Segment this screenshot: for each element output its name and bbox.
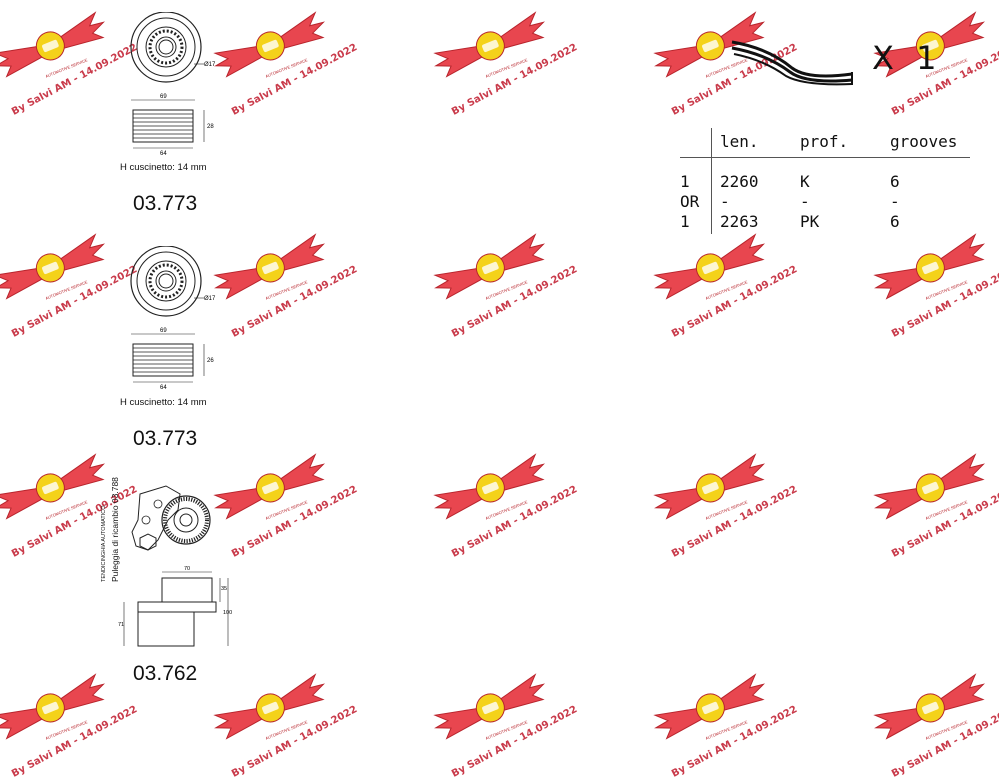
- winged-badge-icon: AUTOMOTIVE SERVICE: [213, 11, 326, 79]
- row-2-grooves: -: [890, 192, 900, 211]
- winged-badge-icon: AUTOMOTIVE SERVICE: [873, 11, 986, 79]
- row-3-prof: PK: [800, 212, 820, 231]
- row-3-len: 2263: [720, 212, 759, 231]
- row-1-grooves: 6: [890, 172, 900, 191]
- idler-pulley-drawing-2: Ø17 69 26 64: [130, 246, 216, 391]
- winged-badge-icon: AUTOMOTIVE SERVICE: [0, 233, 106, 301]
- height-dim-label: 26: [207, 358, 214, 364]
- row-3-grooves: 6: [890, 212, 900, 231]
- table-header-rule: [680, 157, 970, 158]
- row-2-len: -: [720, 192, 730, 211]
- winged-badge-icon: AUTOMOTIVE SERVICE: [213, 233, 326, 301]
- winged-badge-icon: AUTOMOTIVE SERVICE: [873, 453, 986, 521]
- part-code-1: 03.773: [133, 192, 198, 215]
- row-2-qty: OR: [680, 192, 700, 211]
- header-grooves: grooves: [890, 132, 958, 151]
- bore-label: Ø17: [204, 296, 216, 302]
- winged-badge-icon: AUTOMOTIVE SERVICE: [653, 233, 766, 301]
- height-dim-label: 100: [223, 610, 232, 616]
- belt-spec-table: len. prof. grooves 1 2260 K 6 OR - - - 1…: [680, 128, 972, 238]
- row-3-qty: 1: [680, 212, 690, 231]
- ribbed-belt-icon: [731, 40, 853, 86]
- winged-badge-icon: AUTOMOTIVE SERVICE: [0, 11, 106, 79]
- winged-badge-icon: AUTOMOTIVE SERVICE: [433, 233, 546, 301]
- winged-badge-icon: AUTOMOTIVE SERVICE: [433, 11, 546, 79]
- winged-badge-icon: AUTOMOTIVE SERVICE: [213, 453, 326, 521]
- tensioner-drawing: 70 35 100 71: [118, 485, 232, 647]
- bore-label: Ø17: [204, 62, 216, 68]
- tensioner-label: TENDICINGHIA AUTOMATICO: [101, 505, 107, 583]
- belt-quantity: X 1: [872, 39, 943, 77]
- depth-dim-label: 35: [221, 586, 227, 592]
- row-1-qty: 1: [680, 172, 690, 191]
- width-dim-label: 70: [184, 566, 190, 572]
- row-1-len: 2260: [720, 172, 759, 191]
- part-code-2: 03.773: [133, 427, 198, 450]
- inner-dim-label: 64: [160, 385, 167, 391]
- header-prof: prof.: [800, 132, 849, 151]
- row-1-prof: K: [800, 172, 810, 191]
- winged-badge-icon: AUTOMOTIVE SERVICE: [0, 453, 106, 521]
- idler-pulley-drawing-1: Ø17 69 28 64: [130, 12, 216, 157]
- part-code-3: 03.762: [133, 662, 198, 685]
- winged-badge-icon: AUTOMOTIVE SERVICE: [653, 453, 766, 521]
- winged-badge-icon: AUTOMOTIVE SERVICE: [873, 233, 986, 301]
- height-dim-label: 28: [207, 124, 214, 130]
- outer-dim-label: 69: [160, 94, 167, 100]
- winged-badge-icon: AUTOMOTIVE SERVICE: [653, 11, 766, 79]
- bearing-height-note-1: H cuscinetto: 14 mm: [120, 162, 207, 173]
- table-column-rule: [711, 128, 712, 234]
- side-dim-label: 71: [118, 622, 124, 628]
- bearing-height-note-2: H cuscinetto: 14 mm: [120, 397, 207, 408]
- header-len: len.: [720, 132, 759, 151]
- row-2-prof: -: [800, 192, 810, 211]
- winged-badge-icon: AUTOMOTIVE SERVICE: [433, 453, 546, 521]
- outer-dim-label: 69: [160, 328, 167, 334]
- inner-dim-label: 64: [160, 151, 167, 157]
